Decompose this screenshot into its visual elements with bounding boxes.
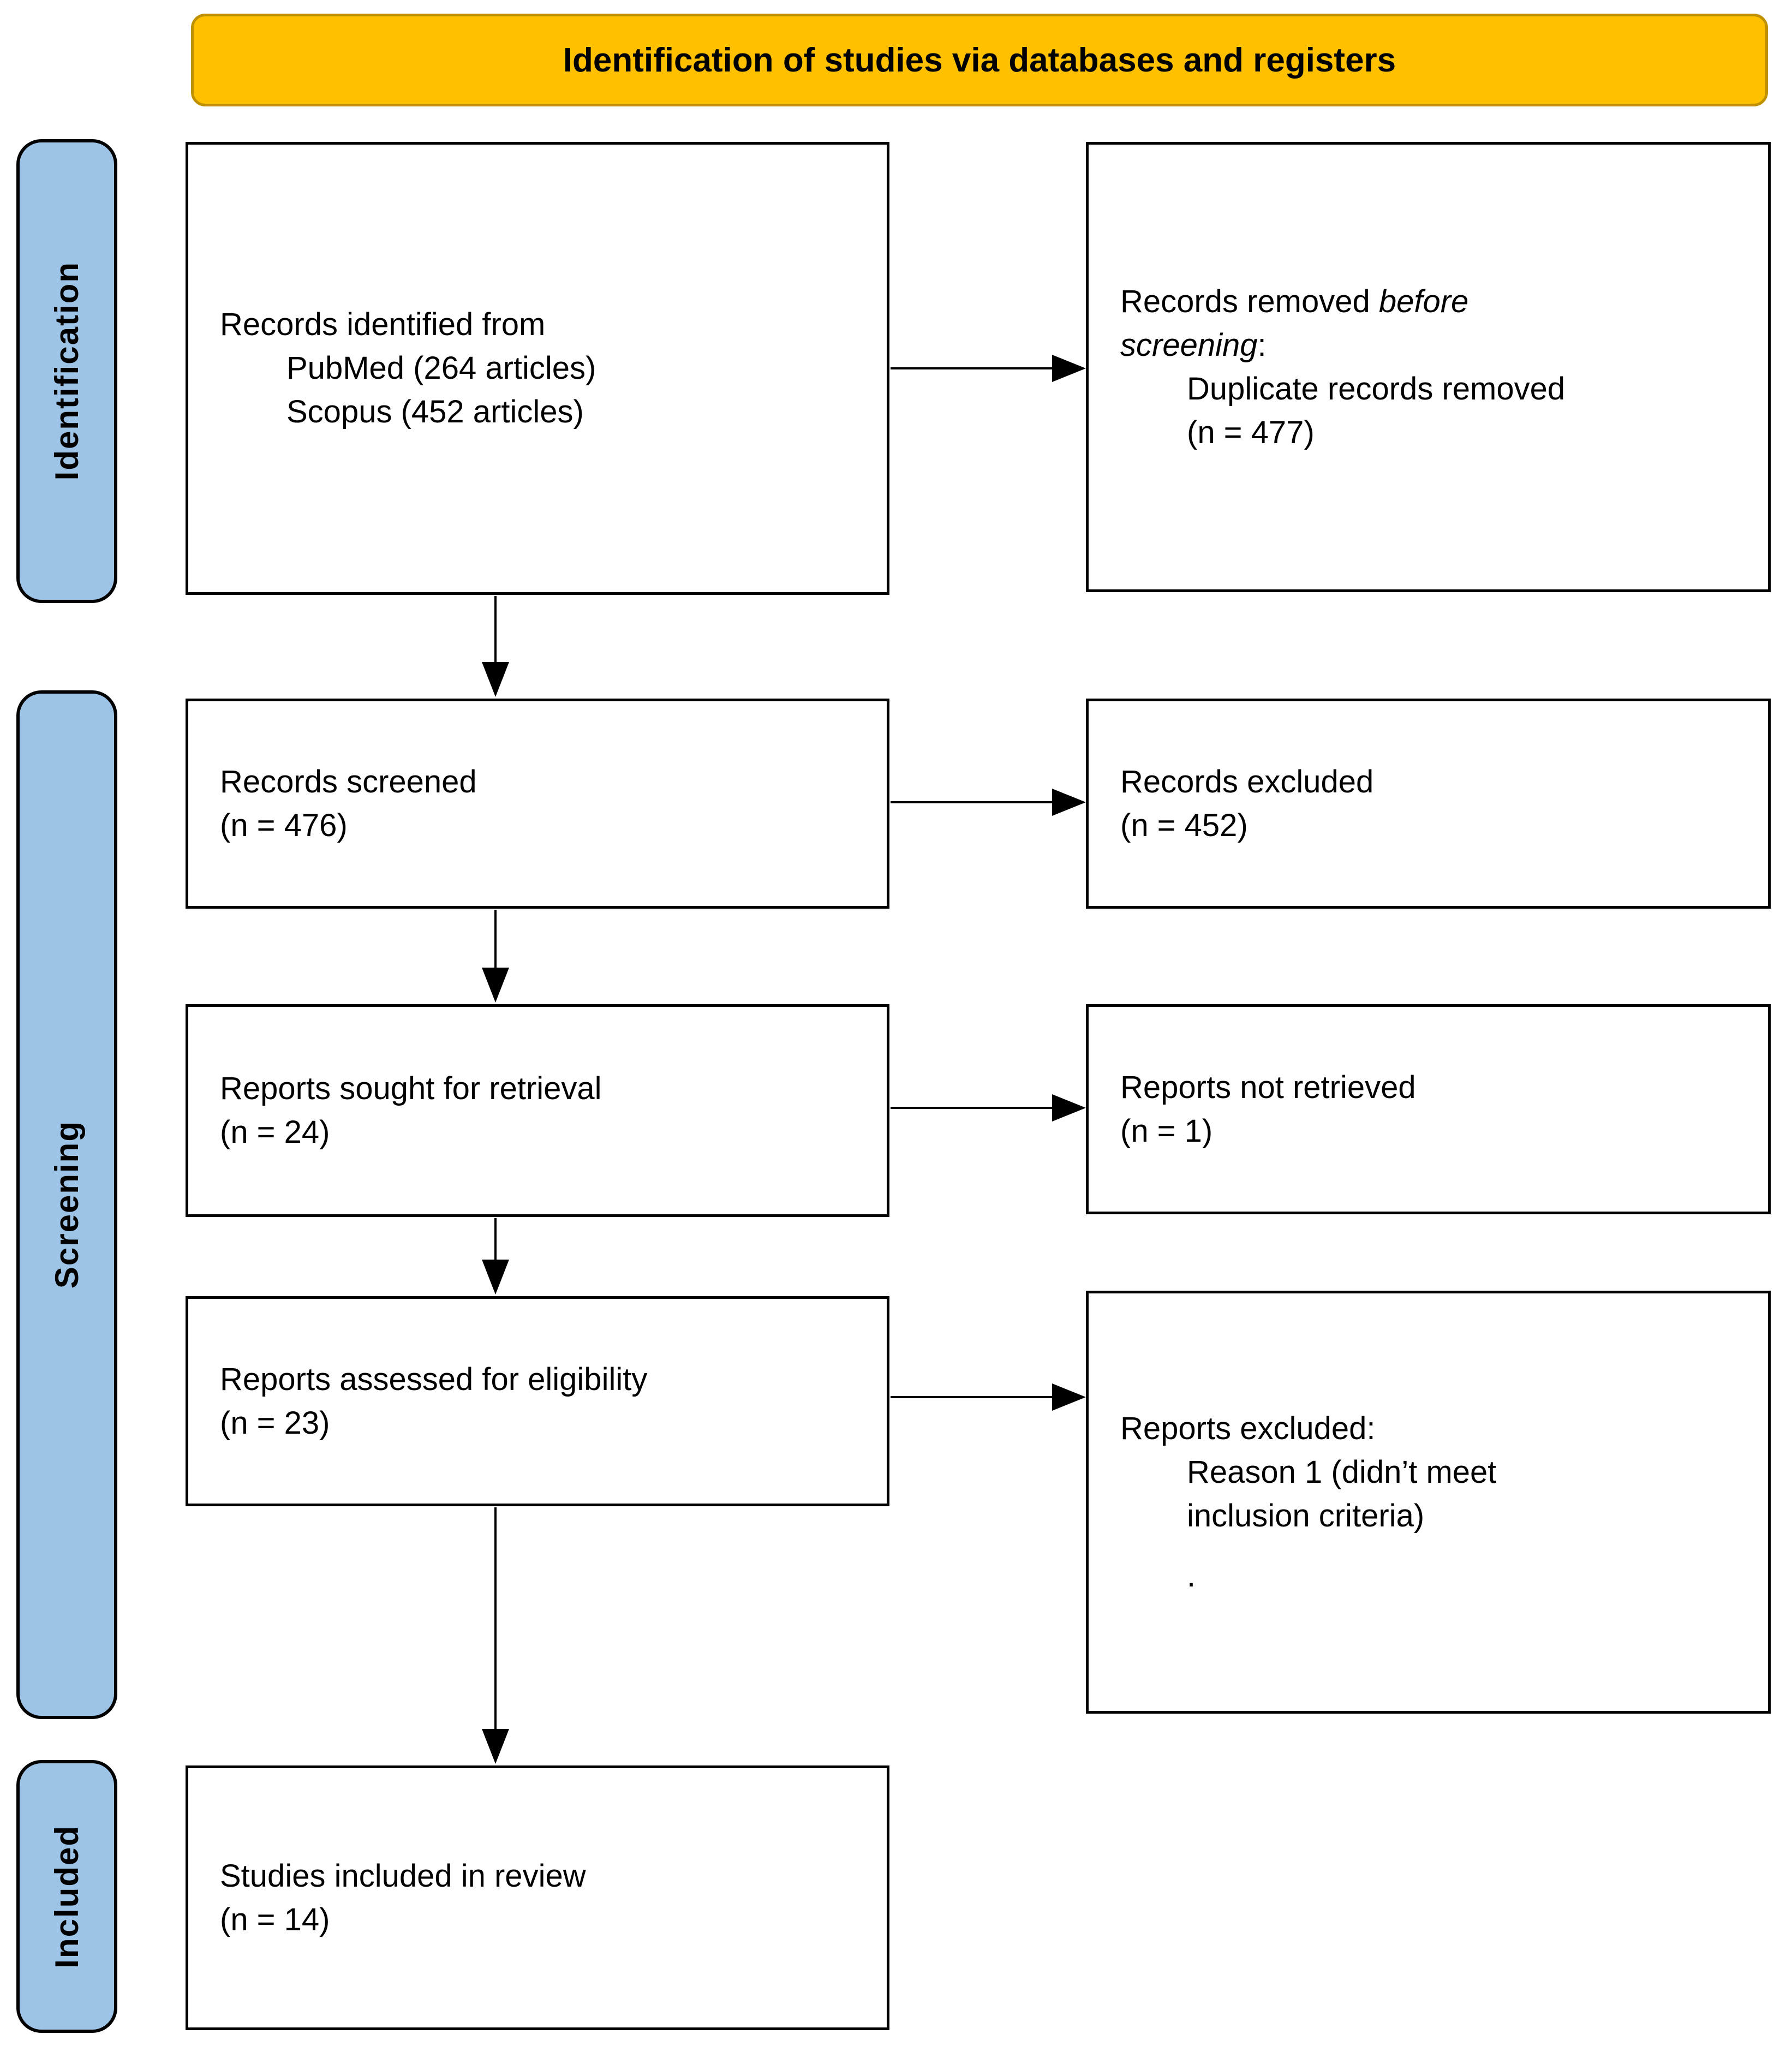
box-text-line: Scopus (452 articles) <box>286 394 584 430</box>
box-text-line: Records removed before <box>1120 283 1469 319</box>
arrow-right-icon <box>891 789 1086 816</box>
box-text-line: Duplicate records removed <box>1187 371 1566 407</box>
stage-label-identification: Identification <box>16 139 117 603</box>
box-text-line: (n = 476) <box>220 807 348 843</box>
stage-label-screening: Screening <box>16 690 117 1719</box>
banner: Identification of studies via databases … <box>191 14 1768 106</box>
box-records-identified: Records identified from PubMed (264 arti… <box>186 142 889 595</box>
box-text-line: . <box>1187 1558 1196 1594</box>
box-records-screened: Records screened (n = 476) <box>186 699 889 909</box>
arrow-down-icon <box>482 1218 509 1295</box>
box-text-line: PubMed (264 articles) <box>286 350 596 386</box>
stage-label-identification-text: Identification <box>49 261 85 481</box>
box-records-removed-before-screening: Records removed before screening: Duplic… <box>1086 142 1771 592</box>
box-text-line: (n = 452) <box>1120 807 1248 843</box>
box-text-line: (n = 1) <box>1120 1113 1213 1149</box>
box-reports-sought-for-retrieval: Reports sought for retrieval (n = 24) <box>186 1004 889 1217</box>
box-text-line: Records excluded <box>1120 763 1374 800</box>
stage-label-screening-text: Screening <box>49 1120 85 1289</box>
box-text-line: (n = 477) <box>1187 414 1315 450</box>
box-studies-included-in-review: Studies included in review (n = 14) <box>186 1765 889 2030</box>
box-reports-assessed-for-eligibility: Reports assessed for eligibility (n = 23… <box>186 1296 889 1506</box>
box-text-line: (n = 24) <box>220 1114 330 1150</box>
box-text-line: Reports excluded: <box>1120 1410 1376 1446</box>
arrow-down-icon <box>482 1507 509 1764</box>
arrow-down-icon <box>482 596 509 697</box>
box-text-line: Reports assessed for eligibility <box>220 1361 648 1397</box>
stage-label-included: Included <box>16 1760 117 2033</box>
banner-title: Identification of studies via databases … <box>563 41 1396 79</box>
box-text-line: Reports sought for retrieval <box>220 1071 602 1106</box>
arrow-right-icon <box>891 1383 1086 1411</box>
box-text-line: screening: <box>1120 327 1267 363</box>
box-records-excluded: Records excluded (n = 452) <box>1086 699 1771 909</box>
arrow-right-icon <box>891 355 1086 382</box>
box-text-line: Studies included in review <box>220 1858 586 1894</box>
arrow-down-icon <box>482 910 509 1003</box>
box-text-line: Records identified from <box>220 307 546 342</box>
arrow-right-icon <box>891 1094 1086 1122</box>
box-text-line: (n = 14) <box>220 1901 330 1937</box>
box-text-line: Records screened <box>220 763 477 800</box>
box-text-line: Reports not retrieved <box>1120 1069 1416 1105</box>
box-text-line: (n = 23) <box>220 1405 330 1441</box>
stage-label-included-text: Included <box>49 1824 85 1969</box>
box-reports-not-retrieved: Reports not retrieved (n = 1) <box>1086 1004 1771 1214</box>
box-text-line: Reason 1 (didn’t meet <box>1187 1454 1497 1490</box>
box-text-line: inclusion criteria) <box>1187 1498 1425 1534</box>
box-reports-excluded: Reports excluded: Reason 1 (didn’t meet … <box>1086 1291 1771 1714</box>
